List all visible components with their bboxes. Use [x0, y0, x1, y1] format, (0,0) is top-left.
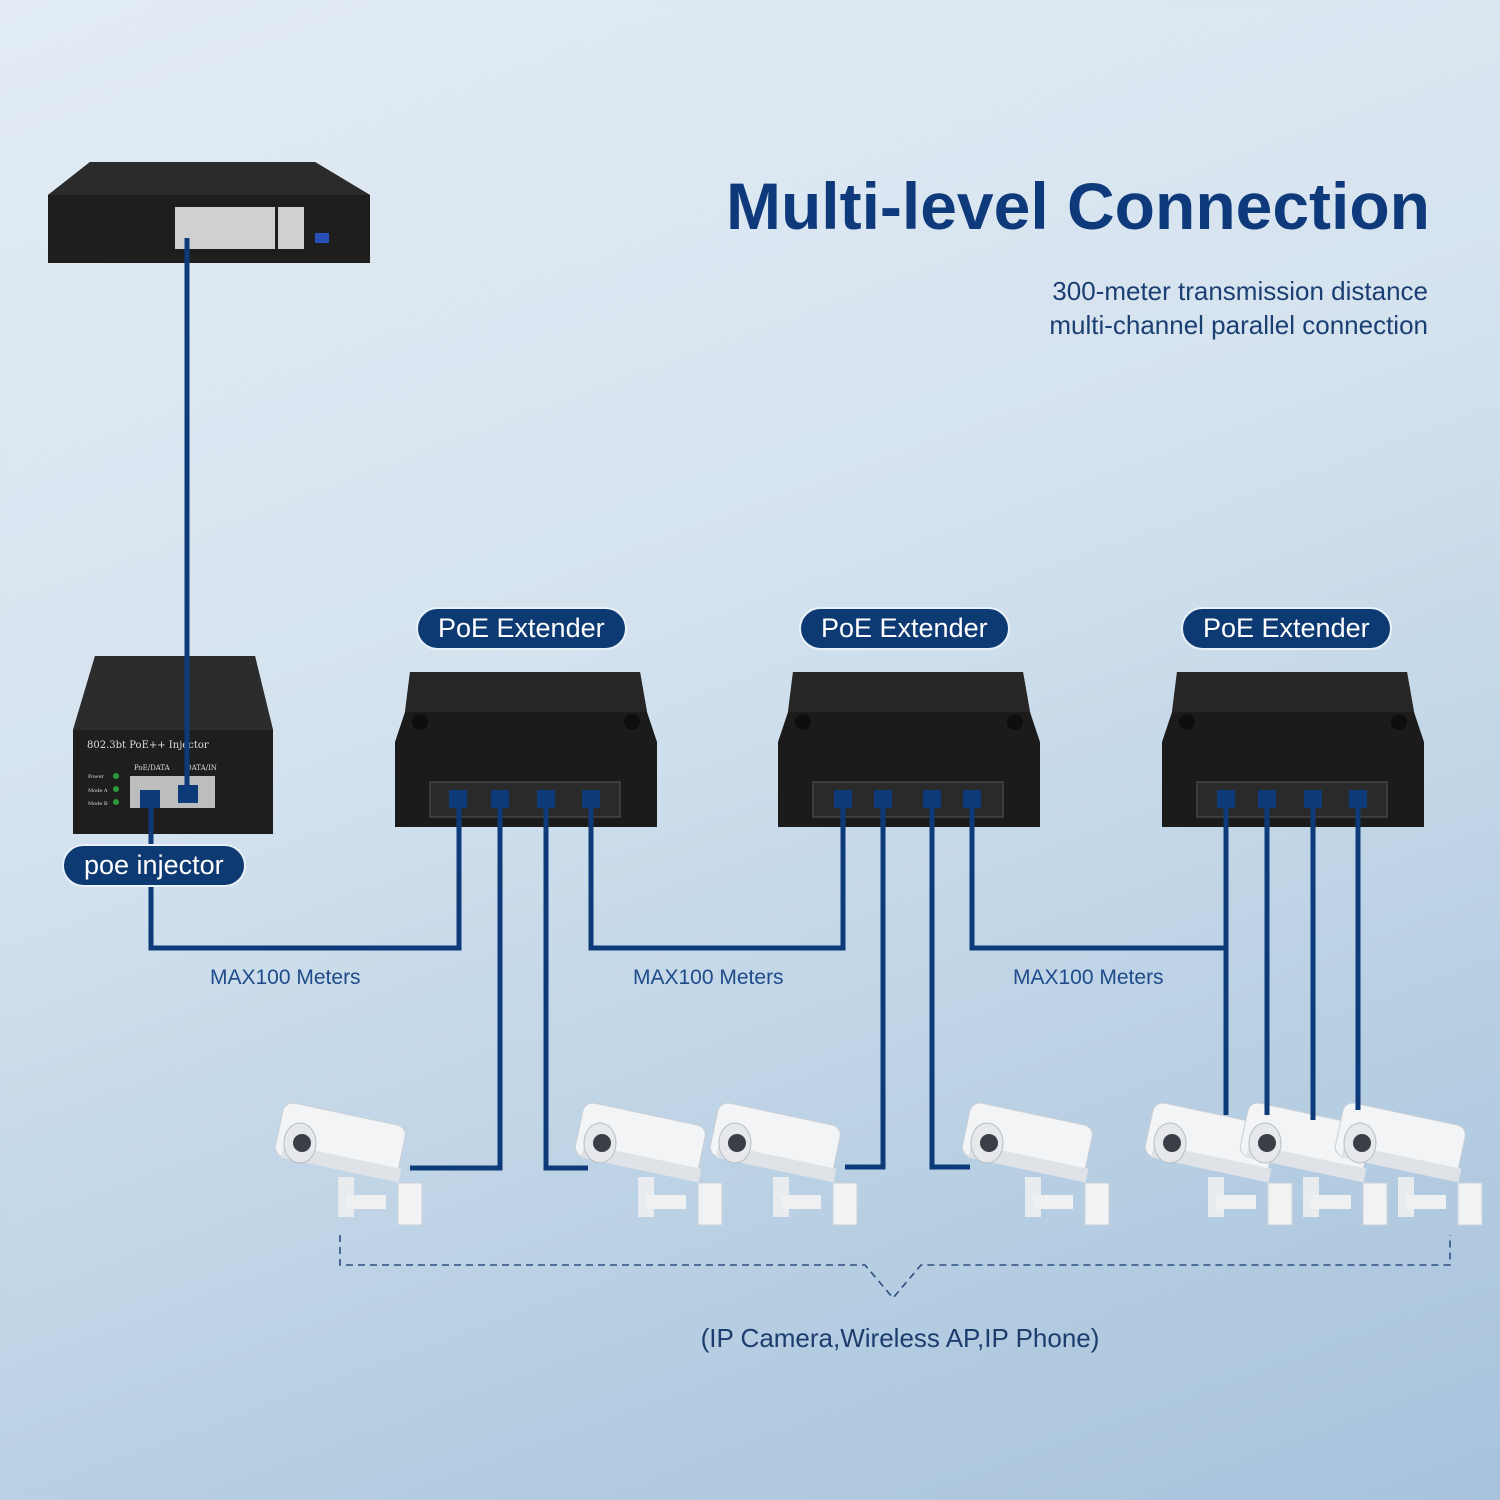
camera-1 [272, 1100, 423, 1226]
cable-camera-4 [929, 795, 970, 1170]
camera-3 [707, 1100, 858, 1226]
page-title: Multi-level Connection [725, 169, 1430, 243]
cable-extender1-extender2 [588, 795, 846, 951]
injector-label: poe injector [62, 844, 246, 887]
endpoints-caption: (IP Camera,Wireless AP,IP Phone) [700, 1323, 1100, 1353]
port-label: DATA/IN [186, 764, 217, 772]
distance-label-1: MAX100 Meters [210, 966, 361, 989]
extender-label-2: PoE Extender [799, 607, 1010, 650]
poe-injector: 802.3bt PoE++ Injector PoE/DATA DATA/IN … [73, 656, 273, 834]
poe-extender-3 [1161, 671, 1425, 828]
distance-label-3: MAX100 Meters [1013, 966, 1164, 989]
port-label: PoE/DATA [134, 764, 171, 772]
led-label: Mode A [88, 788, 108, 794]
led-label: Power [88, 774, 104, 780]
subtitle-line-2: multi-channel parallel connection [1049, 310, 1428, 340]
poe-switch [48, 162, 370, 263]
cable-camera-1 [410, 795, 503, 1171]
cable-camera-3 [845, 795, 886, 1170]
poe-extender-2 [777, 671, 1041, 828]
camera-4 [959, 1100, 1110, 1226]
cable-extender2-extender3 [969, 795, 1229, 951]
cable-camera-2 [543, 795, 588, 1171]
extender-label-1: PoE Extender [416, 607, 627, 650]
extender-label-3: PoE Extender [1181, 607, 1392, 650]
poe-extender-1 [394, 671, 658, 828]
led-label: Mode B [88, 801, 108, 807]
camera-2 [572, 1100, 723, 1226]
distance-label-2: MAX100 Meters [633, 966, 784, 989]
endpoints-brace [339, 1235, 1451, 1300]
cables [148, 238, 1361, 1171]
subtitle-line-1: 300-meter transmission distance [1052, 276, 1428, 306]
injector-face-text: 802.3bt PoE++ Injector [87, 740, 209, 751]
